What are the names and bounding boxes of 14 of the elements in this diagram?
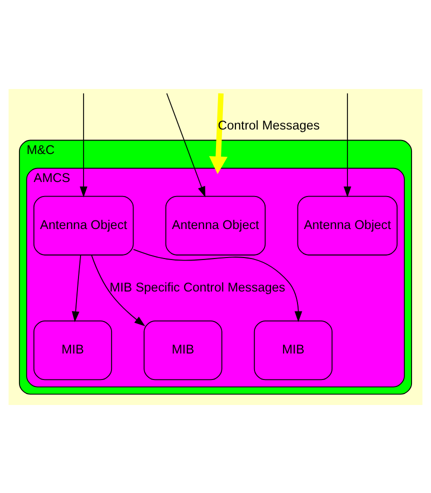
node-box: Antenna Object xyxy=(165,195,266,255)
arrow xyxy=(72,254,82,322)
arrow xyxy=(344,92,352,197)
node-box: Antenna Object xyxy=(33,195,134,255)
arrow xyxy=(166,92,206,197)
edge-label: MIB Specific Control Messages xyxy=(110,280,286,294)
node-box: Antenna Object xyxy=(297,195,398,255)
arrow xyxy=(133,248,302,322)
arrow xyxy=(91,254,146,326)
node-box: MIB xyxy=(254,320,333,380)
arrow xyxy=(209,92,228,174)
node-box: MIB xyxy=(144,320,222,380)
node-box: MIB xyxy=(33,320,112,380)
arrow xyxy=(80,92,88,197)
